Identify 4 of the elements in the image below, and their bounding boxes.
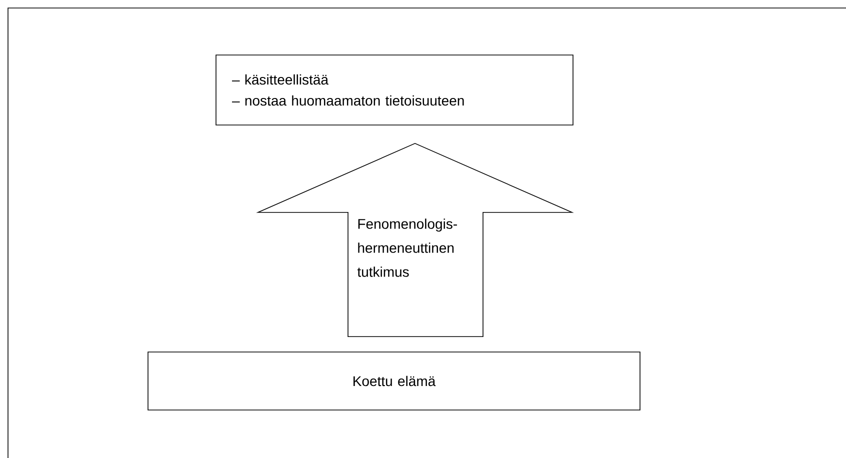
edge-label: Fenomenologis-hermeneuttinen tutkimus xyxy=(357,218,476,277)
text-box: Koettu elämä xyxy=(148,352,640,410)
text-box: – käsitteellistää – nostaa huomaamaton tietoisuuteen xyxy=(216,54,574,126)
block-arrow xyxy=(256,142,574,337)
